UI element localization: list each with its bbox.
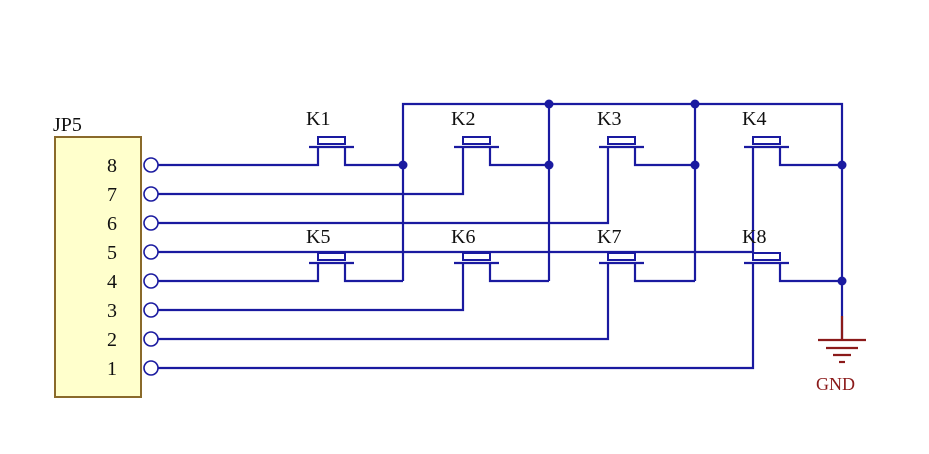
switches: K1 K2 K3 K4 K5 K6 (306, 108, 789, 265)
pin-8-terminal (143, 157, 159, 173)
switch-k8: K8 (742, 226, 789, 265)
switch-plunger (607, 136, 636, 145)
pin-1-terminal (143, 360, 159, 376)
wire-k7-out (633, 263, 695, 283)
pin-label-3: 3 (107, 300, 117, 322)
switch-plunger (752, 252, 781, 261)
switch-plunger (317, 252, 346, 261)
wire-top-bus (401, 102, 844, 340)
wire-pin7 (158, 147, 465, 196)
switch-label: K6 (451, 226, 475, 248)
switch-label: K4 (742, 108, 766, 130)
switch-label: K1 (306, 108, 330, 130)
pin-4-terminal (143, 273, 159, 289)
ground-icon (818, 338, 866, 364)
switch-label: K5 (306, 226, 330, 248)
ground: GND (816, 316, 866, 394)
pin-3-terminal (143, 302, 159, 318)
wire-k3-out (633, 147, 695, 167)
pin-label-8: 8 (107, 155, 117, 177)
switch-plunger (752, 136, 781, 145)
pin-label-2: 2 (107, 329, 117, 351)
wire-pin2 (158, 263, 610, 341)
pin-label-5: 5 (107, 242, 117, 264)
switch-label: K8 (742, 226, 766, 248)
connector-body (54, 136, 142, 398)
wire-k8-out (778, 263, 842, 283)
switch-k4: K4 (742, 108, 789, 149)
ground-label: GND (816, 374, 855, 394)
wire-pin3 (158, 263, 465, 312)
pin-label-1: 1 (107, 358, 117, 380)
wire-k1-out (343, 147, 403, 167)
pin-7-terminal (143, 186, 159, 202)
switch-plunger (462, 136, 491, 145)
wire-pin1 (158, 263, 755, 370)
switch-k7: K7 (597, 226, 644, 265)
pin-5-terminal (143, 244, 159, 260)
junction-dot (544, 99, 554, 109)
connector-jp5: JP5 8 7 6 5 4 3 2 1 (53, 114, 159, 398)
switch-plunger (462, 252, 491, 261)
wire-k4-out (778, 147, 842, 167)
wire-k6-out (488, 263, 549, 283)
pin-label-6: 6 (107, 213, 117, 235)
junctions (398, 99, 847, 286)
junction-dot (690, 160, 700, 170)
pin-6-terminal (143, 215, 159, 231)
switch-k1: K1 (306, 108, 354, 149)
wire-pin4 (158, 263, 320, 283)
switch-label: K3 (597, 108, 621, 130)
switch-label: K2 (451, 108, 475, 130)
wire-pin8 (158, 147, 320, 167)
pin-2-terminal (143, 331, 159, 347)
switch-k6: K6 (451, 226, 499, 265)
switch-plunger (317, 136, 346, 145)
junction-dot (837, 160, 847, 170)
wire-k5-out (343, 263, 403, 283)
connector-label: JP5 (53, 114, 82, 136)
wires (158, 102, 844, 370)
switch-k5: K5 (306, 226, 354, 265)
switch-label: K7 (597, 226, 621, 248)
junction-dot (837, 276, 847, 286)
junction-dot (690, 99, 700, 109)
switch-k2: K2 (451, 108, 499, 149)
switch-plunger (607, 252, 636, 261)
junction-dot (544, 160, 554, 170)
pin-label-7: 7 (107, 184, 117, 206)
wire-pin6 (158, 147, 610, 225)
wire-k2-out (488, 147, 549, 167)
switch-k3: K3 (597, 108, 644, 149)
junction-dot (398, 160, 408, 170)
pin-label-4: 4 (107, 271, 117, 293)
